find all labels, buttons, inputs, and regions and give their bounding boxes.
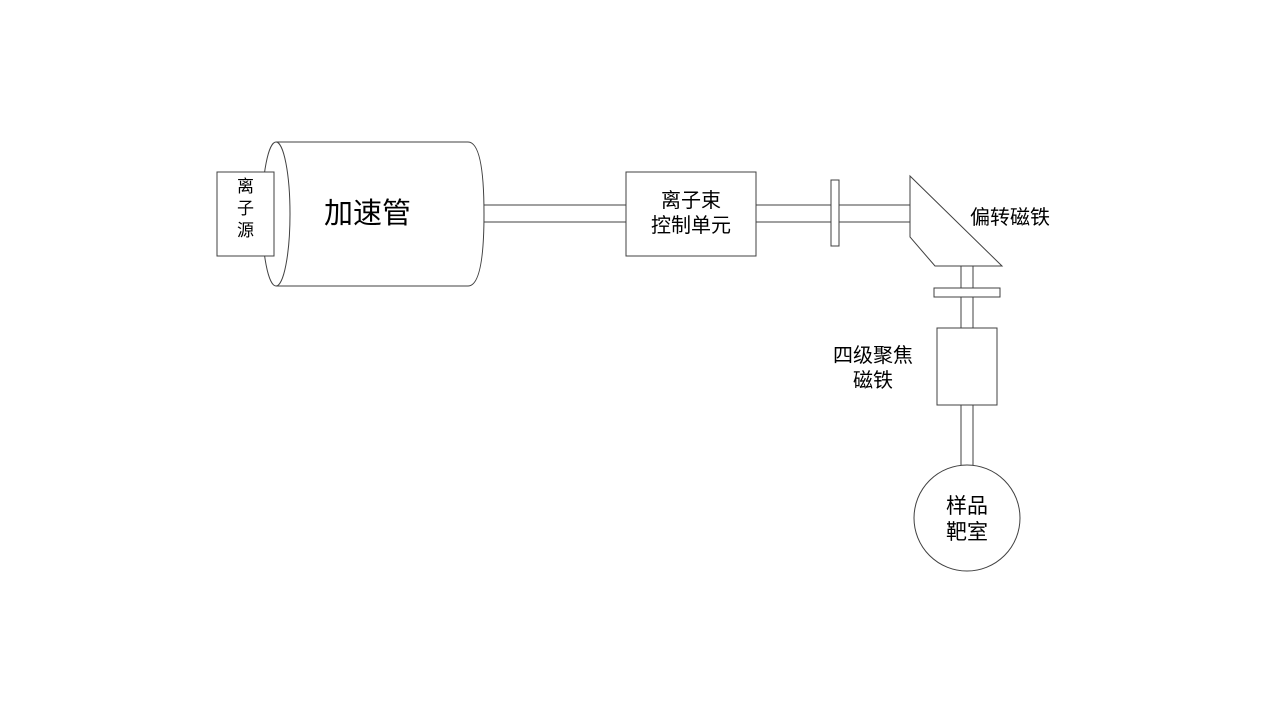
sample-chamber-label: 样品 靶室 [946,494,988,545]
beam-control-unit-label: 离子束 控制单元 [651,188,731,237]
deflection-magnet-shape [909,174,1004,267]
accelerator-tube [276,141,485,287]
quadrupole-magnet-box [936,327,998,406]
deflection-magnet-label: 偏转磁铁 [970,205,1050,229]
quadrupole-magnet-label: 四级聚焦 磁铁 [833,343,913,392]
beam-control-unit-box [625,171,757,257]
sample-chamber-circle [913,464,1021,572]
ion-source-label: 离 子 源 [237,177,254,242]
ion-source-box [216,171,275,257]
accelerator-tube-label: 加速管 [324,196,412,230]
flange-horizontal [830,179,840,247]
flange-vertical [933,287,1001,298]
